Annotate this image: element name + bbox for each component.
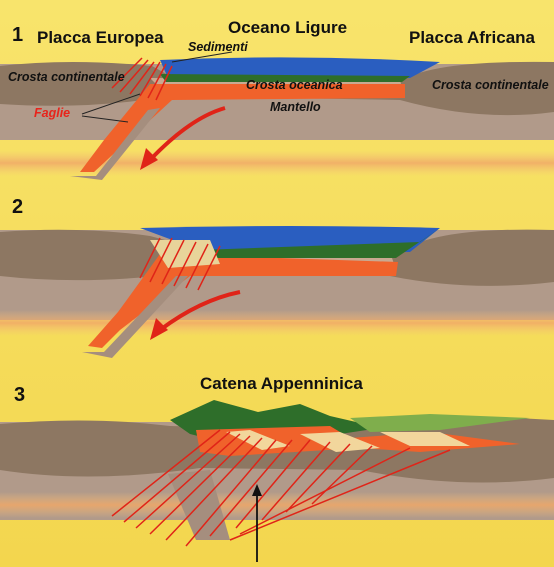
panel-3-number: 3 — [14, 384, 25, 407]
panel-2-number: 2 — [12, 196, 23, 219]
label-faglie: Faglie — [34, 106, 70, 120]
label-crosta-continentale-left: Crosta continentale — [8, 70, 125, 84]
panel-1-number: 1 — [12, 24, 23, 47]
label-crosta-continentale-right: Crosta continentale — [432, 78, 549, 92]
label-sedimenti: Sedimenti — [188, 40, 248, 54]
label-placca-africana: Placca Africana — [409, 28, 535, 48]
panel-3-asthenosphere-glow — [0, 492, 554, 518]
panel-2-asthenosphere-glow — [0, 310, 554, 336]
label-catena-appenninica: Catena Appenninica — [200, 374, 363, 394]
label-crosta-oceanica: Crosta oceanica — [246, 78, 343, 92]
panel-1-asthenosphere-glow — [0, 150, 554, 176]
label-oceano-ligure: Oceano Ligure — [228, 18, 347, 38]
label-placca-europea: Placca Europea — [37, 28, 164, 48]
label-mantello: Mantello — [270, 100, 321, 114]
